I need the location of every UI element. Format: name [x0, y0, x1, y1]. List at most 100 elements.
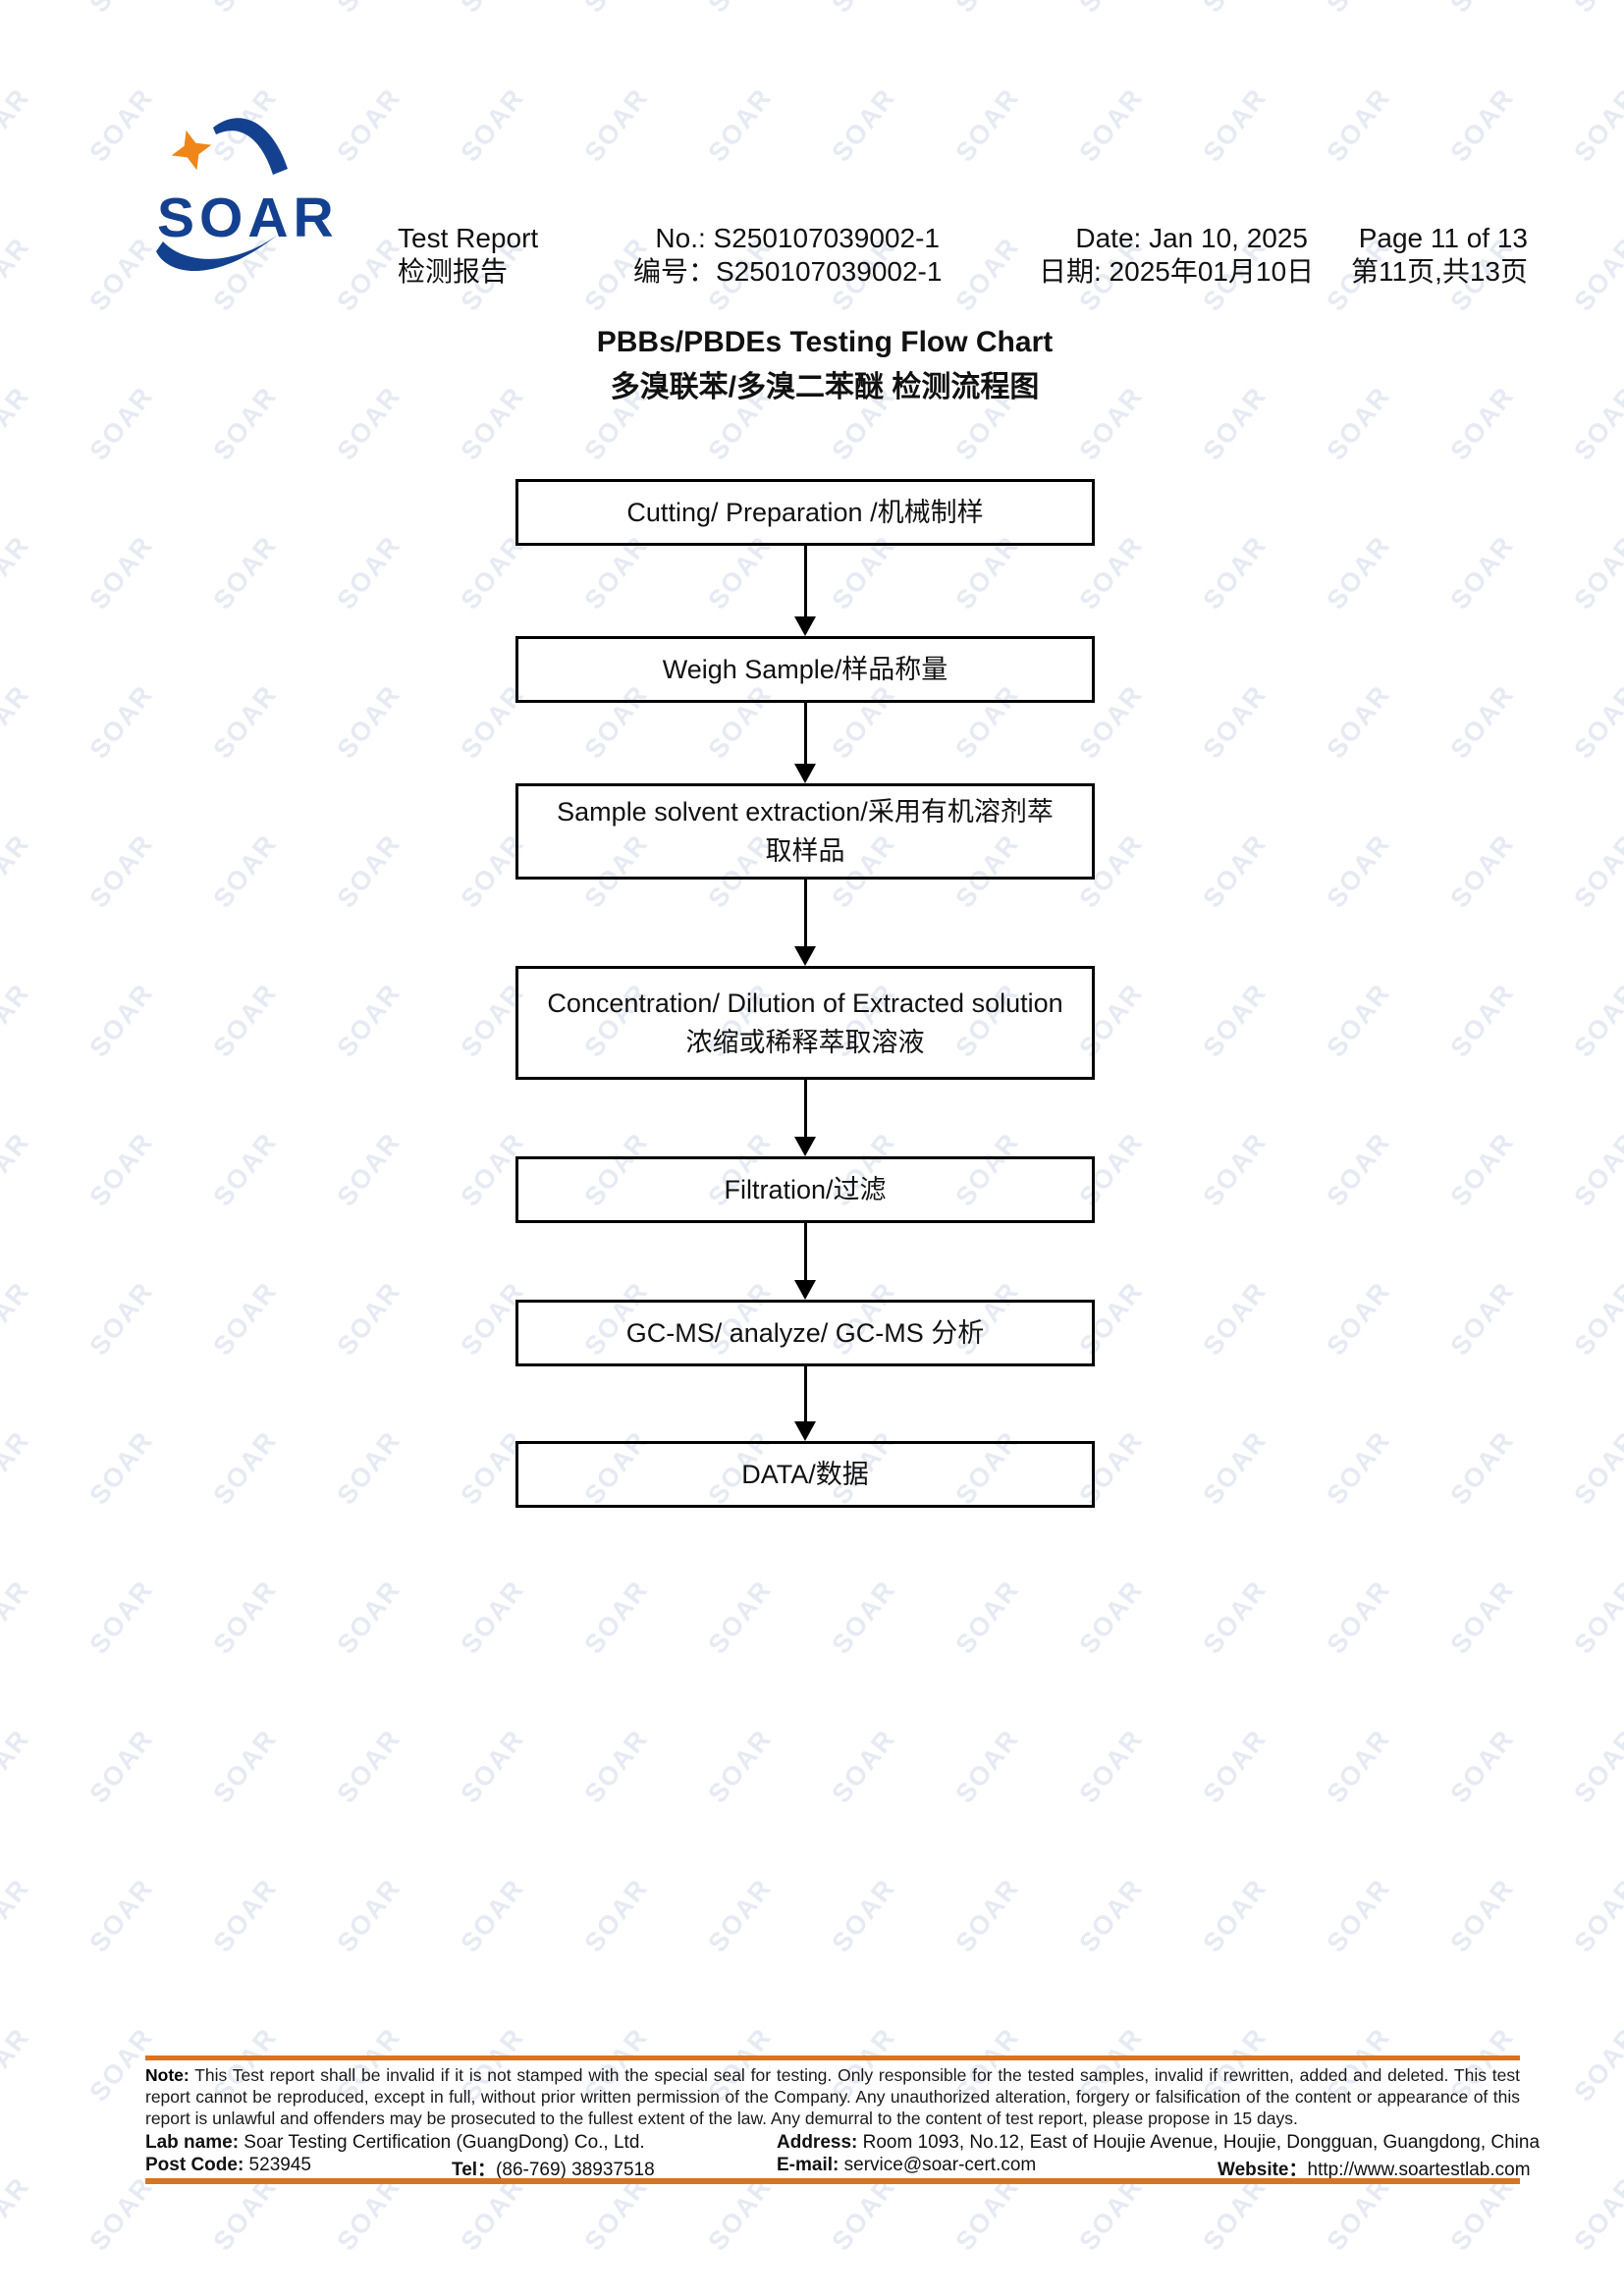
flow-arrow-down-icon — [794, 1223, 816, 1300]
report-number-zh: 编号：S250107039002-1 — [633, 256, 943, 287]
watermark-text: SOAR — [949, 232, 1025, 317]
watermark-text: SOAR — [826, 2171, 901, 2257]
watermark-text: SOAR — [83, 978, 159, 1063]
watermark-text: SOAR — [207, 1276, 283, 1362]
report-title-zh: 检测报告 — [398, 256, 509, 287]
watermark-text: SOAR — [0, 530, 35, 615]
watermark-text: SOAR — [1197, 1575, 1272, 1660]
logo-star-icon — [171, 130, 212, 171]
watermark-text: SOAR — [1321, 1873, 1396, 1958]
watermark-text: SOAR — [0, 82, 35, 168]
watermark-text: SOAR — [578, 2171, 654, 2257]
watermark-text: SOAR — [1197, 1276, 1272, 1362]
watermark-text: SOAR — [1568, 0, 1624, 19]
report-date-en: Date: Jan 10, 2025 — [1075, 223, 1308, 253]
footer-lab-row-1: Lab name: Soar Testing Certification (Gu… — [145, 2132, 1540, 2154]
watermark-text: SOAR — [83, 828, 159, 914]
watermark-text: SOAR — [1197, 1873, 1272, 1958]
watermark-text: SOAR — [331, 1575, 406, 1660]
watermark-text: SOAR — [207, 530, 283, 615]
flow-step-weigh-sample: Weigh Sample/样品称量 — [515, 636, 1095, 703]
footer-note-label: Note: — [145, 2065, 189, 2085]
watermark-text: SOAR — [949, 1575, 1025, 1660]
report-date-block: Date: Jan 10, 2025 日期: 2025年01月10日 — [1039, 222, 1314, 289]
watermark-text: SOAR — [1568, 530, 1624, 615]
watermark-text: SOAR — [1568, 1425, 1624, 1511]
flow-step-gcms-analyze: GC-MS/ analyze/ GC-MS 分析 — [515, 1300, 1095, 1366]
flow-step-concentration-dilution: Concentration/ Dilution of Extracted sol… — [515, 966, 1095, 1080]
watermark-text: SOAR — [1073, 2171, 1149, 2257]
watermark-text: SOAR — [455, 1575, 530, 1660]
watermark-text: SOAR — [331, 0, 406, 19]
flow-step-cutting-preparation: Cutting/ Preparation /机械制样 — [515, 479, 1095, 546]
watermark-text: SOAR — [1321, 1724, 1396, 1809]
watermark-text: SOAR — [1197, 1724, 1272, 1809]
watermark-text: SOAR — [702, 1724, 778, 1809]
watermark-text: SOAR — [1568, 978, 1624, 1063]
flow-arrow-down-icon — [794, 546, 816, 636]
watermark-text: SOAR — [826, 0, 901, 19]
post-code-field: Post Code: 523945 — [145, 2155, 311, 2176]
watermark-text: SOAR — [331, 1873, 406, 1958]
tel-field: Tel：(86-769) 38937518 — [452, 2155, 655, 2181]
address-field: Address: Room 1093, No.12, East of Houji… — [777, 2132, 1540, 2154]
watermark-text: SOAR — [331, 1276, 406, 1362]
watermark-text: SOAR — [1321, 1575, 1396, 1660]
website-value: http://www.soartestlab.com — [1307, 2160, 1531, 2180]
watermark-text: SOAR — [1568, 679, 1624, 765]
watermark-text: SOAR — [455, 82, 530, 168]
watermark-text: SOAR — [1321, 2171, 1396, 2257]
watermark-text: SOAR — [1444, 679, 1520, 765]
watermark-text: SOAR — [207, 978, 283, 1063]
watermark-text: SOAR — [0, 232, 35, 317]
watermark-text: SOAR — [83, 1873, 159, 1958]
watermark-text: SOAR — [949, 0, 1025, 19]
watermark-text: SOAR — [1321, 530, 1396, 615]
watermark-text: SOAR — [1321, 978, 1396, 1063]
email-field: E-mail: service@soar-cert.com — [777, 2155, 1036, 2176]
report-number-en: No.: S250107039002-1 — [655, 223, 940, 253]
watermark-text: SOAR — [578, 1724, 654, 1809]
watermark-text: SOAR — [83, 1724, 159, 1809]
watermark-text: SOAR — [331, 978, 406, 1063]
watermark-text: SOAR — [1444, 2171, 1520, 2257]
watermark-text: SOAR — [207, 2171, 283, 2257]
email-label: E-mail: — [777, 2155, 839, 2175]
watermark-text: SOAR — [207, 1425, 283, 1511]
watermark-text: SOAR — [578, 1873, 654, 1958]
watermark-text: SOAR — [207, 0, 283, 19]
tel-label: Tel： — [452, 2160, 497, 2180]
watermark-text: SOAR — [1444, 530, 1520, 615]
watermark-text: SOAR — [1197, 679, 1272, 765]
post-code-value: 523945 — [244, 2155, 311, 2175]
watermark-text: SOAR — [1321, 0, 1396, 19]
watermark-text: SOAR — [83, 679, 159, 765]
watermark-text: SOAR — [1568, 1873, 1624, 1958]
watermark-text: SOAR — [826, 1873, 901, 1958]
address-label: Address: — [777, 2132, 858, 2153]
watermark-text: SOAR — [1444, 1127, 1520, 1212]
post-code-label: Post Code: — [145, 2155, 244, 2175]
watermark-text: SOAR — [83, 2171, 159, 2257]
watermark-text: SOAR — [331, 828, 406, 914]
footer-lab-row-2: Post Code: 523945 Tel：(86-769) 38937518 … — [145, 2155, 1531, 2180]
address-value: Room 1093, No.12, East of Houjie Avenue,… — [857, 2132, 1541, 2153]
watermark-text: SOAR — [331, 1127, 406, 1212]
footer-note: Note: This Test report shall be invalid … — [145, 2064, 1520, 2129]
watermark-text: SOAR — [1568, 828, 1624, 914]
watermark-text: SOAR — [331, 1425, 406, 1511]
flow-arrow-down-icon — [794, 1366, 816, 1441]
logo-top-swoosh-icon — [213, 118, 288, 175]
watermark-text: SOAR — [1197, 1425, 1272, 1511]
watermark-text: SOAR — [0, 828, 35, 914]
watermark-text: SOAR — [949, 2171, 1025, 2257]
watermark-text: SOAR — [1568, 2171, 1624, 2257]
watermark-text: SOAR — [83, 0, 159, 19]
watermark-text: SOAR — [1073, 1575, 1149, 1660]
watermark-text: SOAR — [83, 1276, 159, 1362]
watermark-text: SOAR — [1197, 1127, 1272, 1212]
watermark-text: SOAR — [1568, 232, 1624, 317]
soar-logo: SOAR — [156, 118, 334, 272]
watermark-text: SOAR — [0, 2171, 35, 2257]
